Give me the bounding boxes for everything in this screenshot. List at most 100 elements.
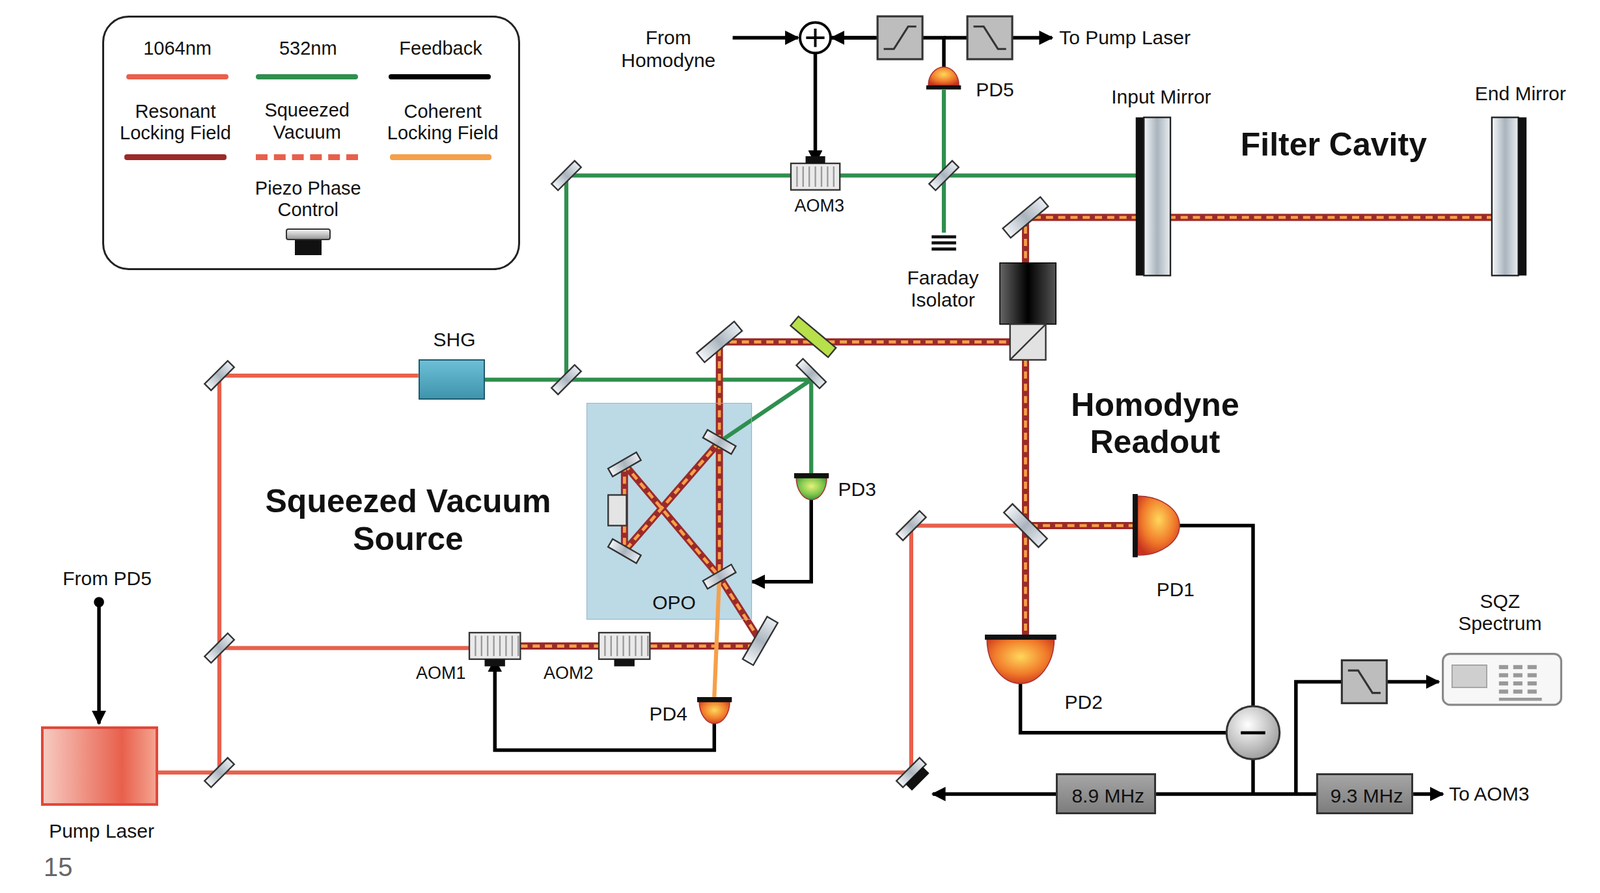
beam-dump: [931, 236, 957, 250]
filter-symbol: [1341, 660, 1387, 704]
signal-wire: [96, 602, 101, 724]
photodetector-shape: [1132, 494, 1180, 558]
mirror: [928, 160, 959, 191]
signal-wire: [1020, 525, 1343, 795]
part-label: AOM3: [794, 195, 845, 217]
part-label: PD3: [838, 478, 877, 502]
mirror: [204, 633, 234, 663]
opo-cavity: OPO: [586, 402, 752, 620]
sum-junction: [800, 22, 831, 53]
subtractor: [1240, 731, 1266, 735]
mirror: [790, 316, 837, 358]
faraday-isolator: Faraday Isolator: [999, 262, 1056, 360]
filter-symbol: [973, 26, 1006, 49]
part-label: Faraday Isolator: [891, 266, 994, 312]
section-title: Squeezed Vacuum Source: [234, 482, 582, 558]
signal-wire: [1387, 680, 1439, 684]
shg-crystal: SHG: [418, 359, 485, 401]
filter-symbol: [877, 16, 1387, 704]
annotation-label: From Homodyne: [612, 26, 725, 72]
feedback-wire: [751, 499, 812, 582]
aom-modulator-shape: [469, 632, 521, 660]
squeezed-beam: [520, 217, 1495, 647]
mirror: [896, 510, 926, 541]
spectrum-analyzer-shape: [1441, 652, 1563, 707]
cavity-mirror: [1135, 117, 1527, 276]
signal-wire: [1413, 792, 1443, 796]
aom-modulator-shape: [598, 632, 650, 660]
photodetector: PD3: [794, 473, 829, 500]
annotation-label: Input Mirror: [1111, 85, 1211, 109]
part-label: PD4: [649, 703, 688, 726]
legend-dashed-line: [255, 154, 359, 161]
part-label: SQZ Spectrum: [1448, 589, 1552, 635]
sum-junction: [800, 22, 831, 53]
legend-swatch: [255, 74, 359, 80]
piezo-base: [294, 240, 322, 255]
legend-swatch: [388, 74, 491, 80]
legend-text: Squeezed Vacuum: [246, 99, 368, 144]
part-label: OPO: [652, 591, 696, 615]
mirror: [696, 321, 743, 363]
mirror: [742, 616, 778, 666]
mirror: [607, 452, 641, 477]
frequency-label: 9.3 MHz: [1330, 784, 1404, 808]
section-title: Homodyne Readout: [1053, 386, 1258, 461]
annotation-label: From PD5: [62, 567, 152, 591]
section-title: Filter Cavity: [1240, 126, 1427, 165]
legend-swatch: [389, 154, 493, 161]
signal-wire: [1012, 35, 1052, 40]
faraday-isolator-shape: [999, 262, 1056, 360]
mirror: [204, 757, 234, 787]
photodetector-shape: [794, 473, 829, 500]
filter-symbol: [877, 16, 923, 60]
laser-beam-1064: [158, 375, 1021, 773]
photodetector: PD2: [984, 634, 1057, 684]
mirror: [551, 365, 581, 395]
part-label: PD2: [1064, 690, 1103, 714]
filter-symbol: [883, 26, 917, 49]
part-label: Pump Laser: [48, 820, 155, 843]
annotation-label: End Mirror: [1475, 82, 1567, 106]
laser-beam-532: [484, 89, 1142, 552]
cavity-mirror: [1143, 117, 1171, 276]
laser-beam-1064: [158, 375, 1021, 773]
subtractor: [1226, 706, 1280, 760]
mirror: [703, 564, 736, 589]
annotation-label: To Pump Laser: [1059, 26, 1191, 50]
legend-text: 1064nm: [143, 37, 212, 60]
photodetector: PD1: [1132, 494, 1180, 558]
signal-wire: [831, 35, 876, 40]
subtractor: [1226, 706, 1280, 760]
page-number: 15: [43, 852, 73, 883]
part-label: AOM2: [543, 663, 594, 684]
aom-modulator: AOM3: [790, 163, 840, 191]
legend-text: Piezo Phase Control: [244, 177, 372, 221]
laser-beam-532: [484, 89, 1142, 552]
photodetector-shape: [697, 697, 732, 724]
legend-text: Feedback: [399, 37, 482, 60]
squeezed-beam: [520, 217, 1495, 647]
cavity-mirror: [1491, 117, 1519, 276]
legend-text: Resonant Locking Field: [109, 100, 243, 145]
aom-modulator: AOM2: [598, 632, 650, 660]
signal-wire: [943, 35, 968, 40]
frequency-box: 9.3 MHz: [1316, 773, 1414, 815]
part-label: PD5: [975, 78, 1014, 102]
mirror: [905, 766, 930, 791]
mirror: [1003, 197, 1049, 239]
mirror: [204, 360, 234, 390]
photodetector: PD4: [697, 697, 732, 724]
part-label: SHG: [432, 328, 476, 352]
squeezed-beam: [714, 576, 720, 698]
photodetector-shape: [926, 67, 961, 90]
legend-swatch: [126, 74, 229, 80]
mirror: [1003, 503, 1048, 548]
annotation-label: To AOM3: [1448, 782, 1530, 806]
filter-symbol: [967, 16, 1013, 60]
legend-text: Coherent Locking Field: [376, 100, 510, 145]
legend-box: 1064nm532nmFeedbackResonant Locking Fiel…: [102, 15, 521, 271]
signal-dot: [93, 596, 105, 608]
aom-modulator-shape: [790, 163, 840, 191]
mirror: [796, 358, 827, 388]
